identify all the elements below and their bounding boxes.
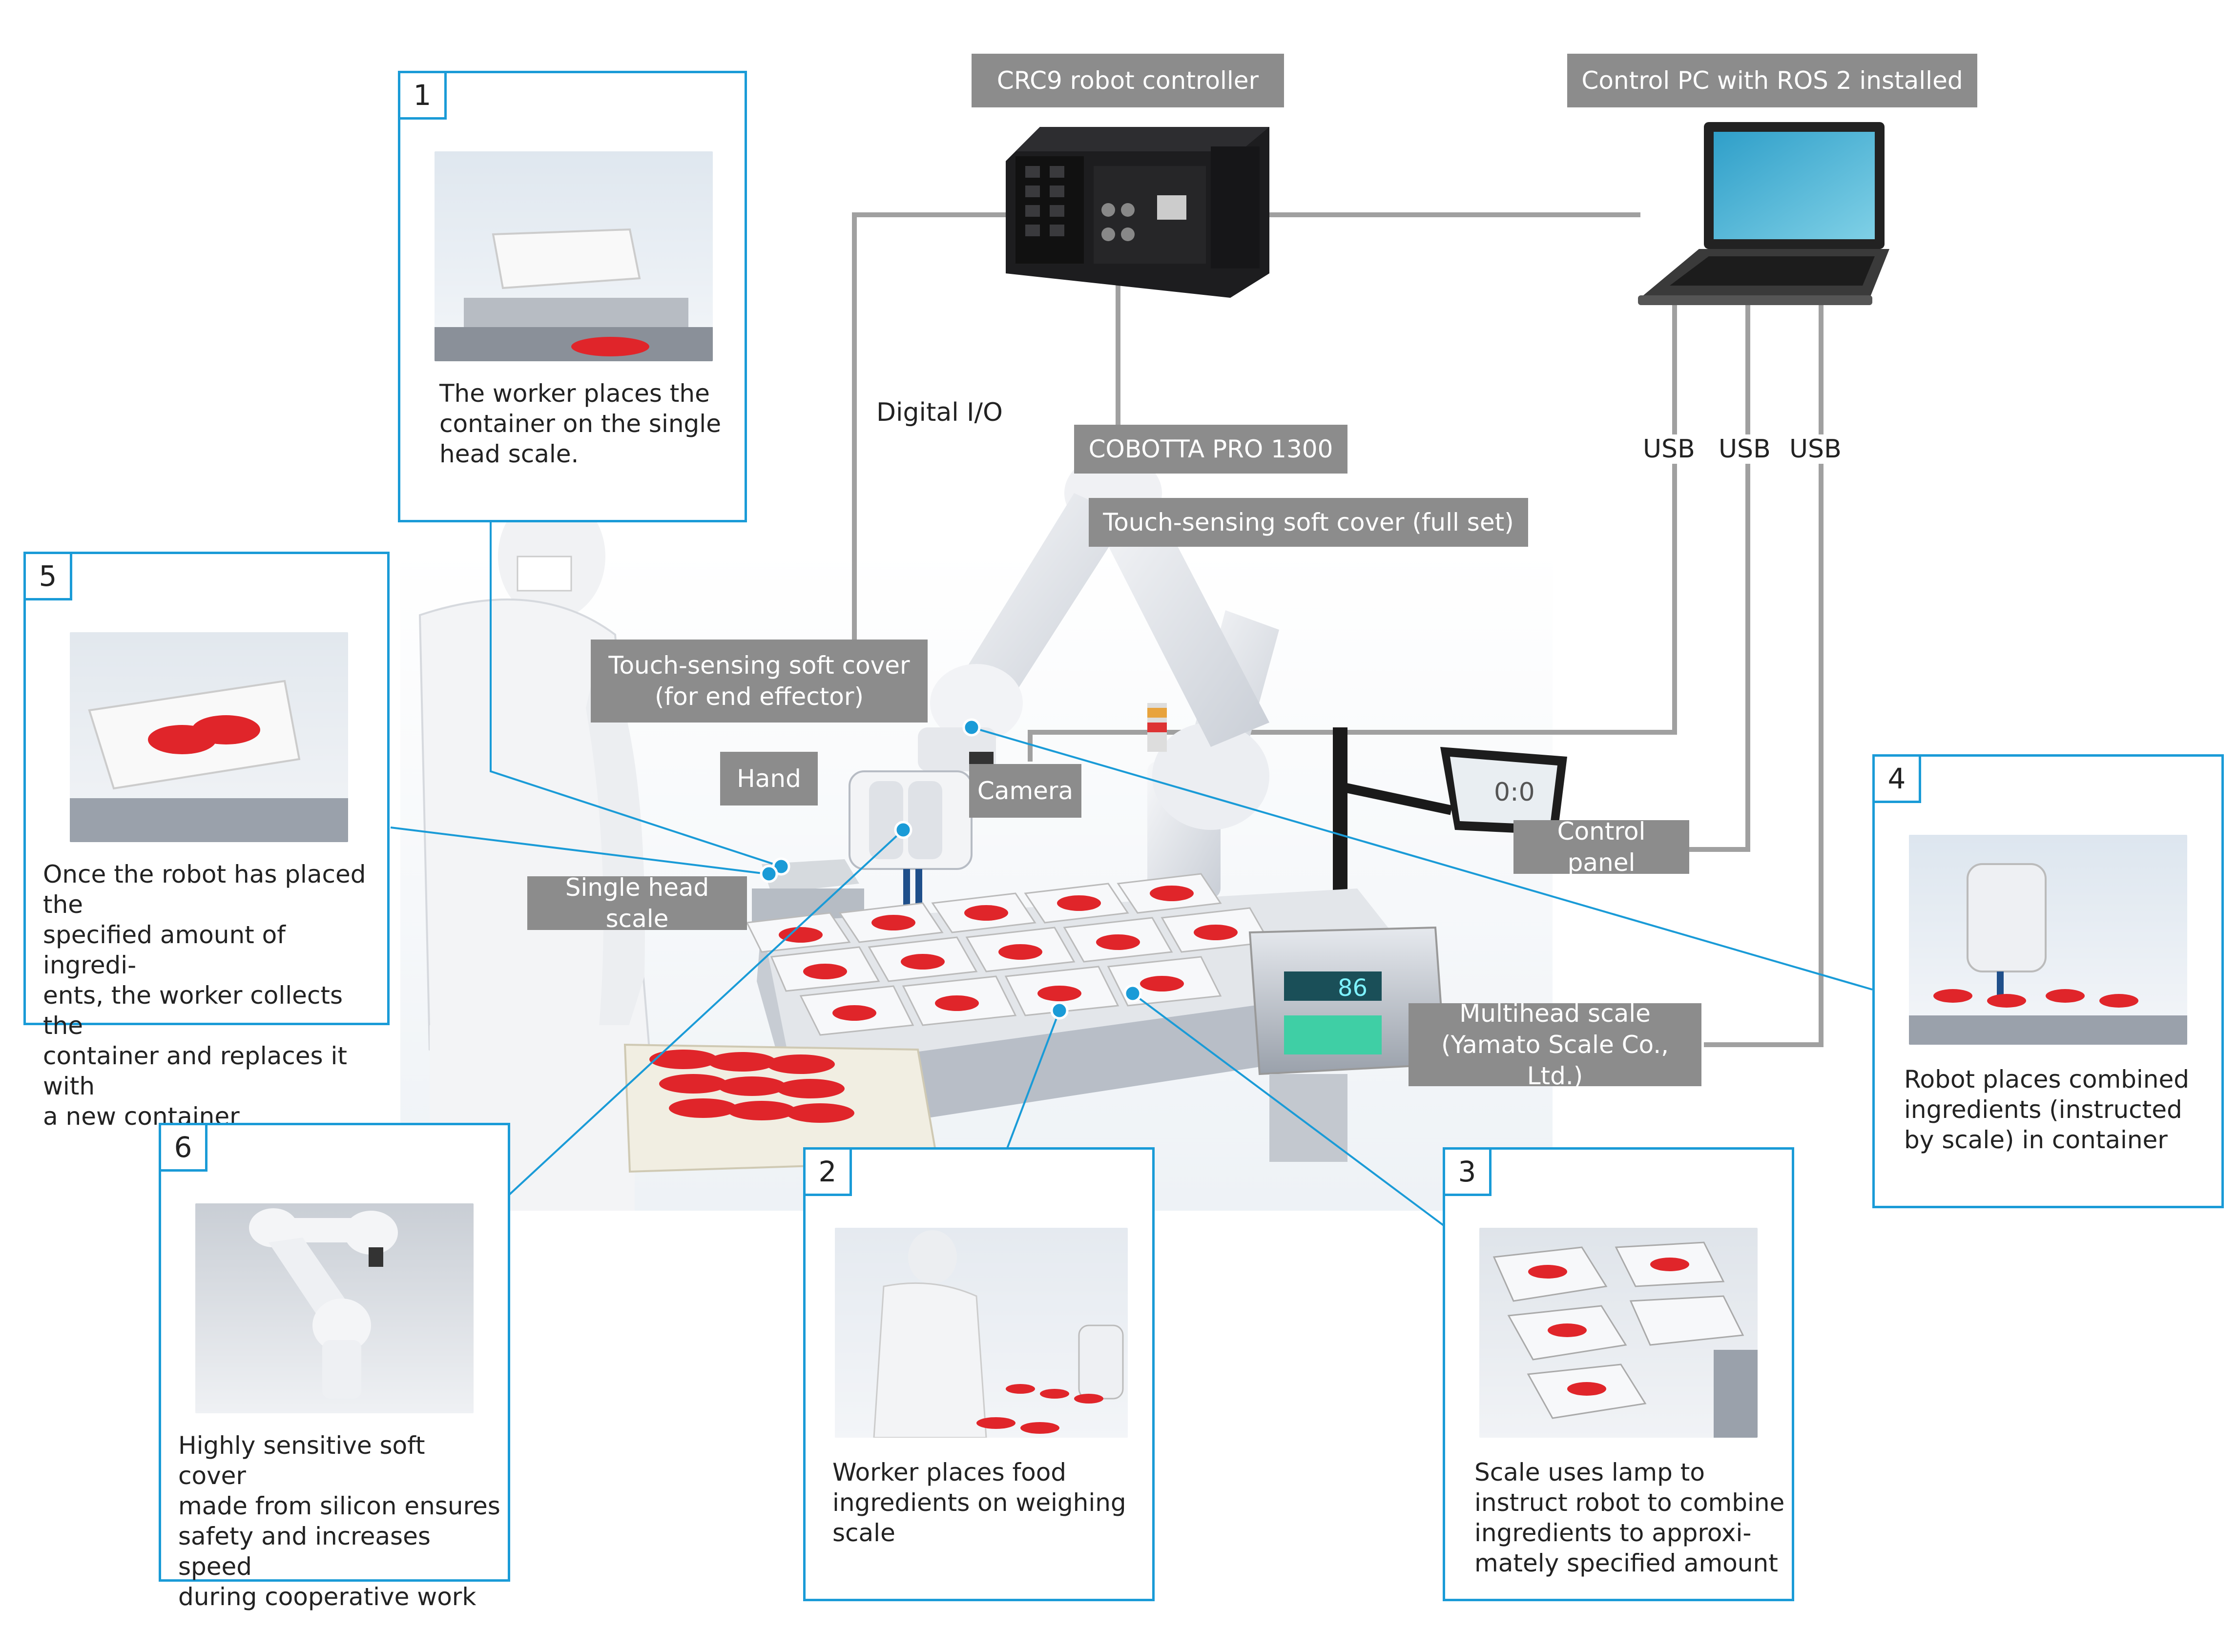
callout-number: 4 bbox=[1872, 754, 1921, 803]
label-multihead-scale: Multihead scale (Yamato Scale Co., Ltd.) bbox=[1409, 999, 1701, 1090]
callout-2-photo bbox=[835, 1228, 1128, 1438]
label-controller: CRC9 robot controller bbox=[972, 54, 1284, 107]
callout-5-caption: Once the robot has placed the specified … bbox=[43, 860, 366, 1131]
label-usb-3: USB bbox=[1789, 434, 1842, 464]
label-usb-1: USB bbox=[1643, 434, 1695, 464]
label-control-pc: Control PC with ROS 2 installed bbox=[1567, 54, 1977, 107]
callout-number: 1 bbox=[398, 71, 447, 120]
label-soft-cover-effector: Touch-sensing soft cover (for end effect… bbox=[591, 640, 928, 723]
label-cobotta: COBOTTA PRO 1300 bbox=[1074, 425, 1347, 474]
label-usb-2: USB bbox=[1719, 434, 1771, 464]
signal-tower-illustration bbox=[1147, 703, 1167, 752]
callout-1-caption: The worker places the container on the s… bbox=[439, 379, 721, 468]
callout-3-photo bbox=[1479, 1228, 1758, 1438]
control-panel-display: 0:0 bbox=[1494, 778, 1535, 807]
callout-6: 6 Highly sensitive soft cover made from … bbox=[159, 1123, 510, 1611]
callout-4: 4 Robot places combined ingredients (ins… bbox=[1872, 754, 2224, 1208]
callout-number: 6 bbox=[159, 1123, 207, 1172]
callout-6-photo bbox=[195, 1203, 474, 1413]
control-panel-illustration: 0:0 bbox=[1333, 727, 1567, 903]
callout-3: 3 Scale uses lamp to instruct robot to c… bbox=[1443, 1147, 1794, 1601]
leader-dots bbox=[760, 718, 1142, 1020]
crc9-controller-illustration bbox=[1006, 127, 1269, 298]
callout-5: 5 Once the robot has placed the specifie… bbox=[23, 552, 390, 1131]
label-soft-cover-full: Touch-sensing soft cover (full set) bbox=[1089, 498, 1528, 547]
leader-lines bbox=[390, 521, 1873, 1231]
callout-4-caption: Robot places combined ingredients (instr… bbox=[1904, 1065, 2189, 1154]
label-digital-io: Digital I/O bbox=[876, 398, 1003, 427]
laptop-illustration bbox=[1638, 122, 1889, 305]
callout-3-caption: Scale uses lamp to instruct robot to com… bbox=[1474, 1458, 1785, 1577]
scale-display-readout: 86 bbox=[1338, 974, 1368, 1002]
callout-4-photo bbox=[1909, 835, 2187, 1045]
callout-5-photo bbox=[70, 632, 348, 842]
ingredient-bin-illustration bbox=[623, 1043, 939, 1173]
cobotta-robot-illustration bbox=[849, 454, 1279, 913]
callout-1-photo bbox=[435, 151, 713, 361]
callout-2: 2 Worker places food ingredients on weig… bbox=[803, 1147, 1155, 1601]
callout-1: 1 The worker places the container on the… bbox=[398, 71, 747, 522]
ingredients-illustration bbox=[779, 886, 1238, 1021]
label-camera: Camera bbox=[969, 764, 1081, 818]
label-hand: Hand bbox=[720, 752, 818, 805]
callout-number: 5 bbox=[23, 552, 72, 600]
callout-number: 2 bbox=[803, 1147, 852, 1196]
multihead-scale-display-illustration: 86 bbox=[1248, 926, 1447, 1162]
callout-2-caption: Worker places food ingredients on weighi… bbox=[832, 1458, 1126, 1547]
label-single-head-scale: Single head scale bbox=[527, 873, 747, 933]
label-control-panel: Control panel bbox=[1513, 817, 1689, 877]
callout-number: 3 bbox=[1443, 1147, 1492, 1196]
cables bbox=[852, 212, 1824, 1047]
callout-6-caption: Highly sensitive soft cover made from si… bbox=[178, 1431, 500, 1611]
